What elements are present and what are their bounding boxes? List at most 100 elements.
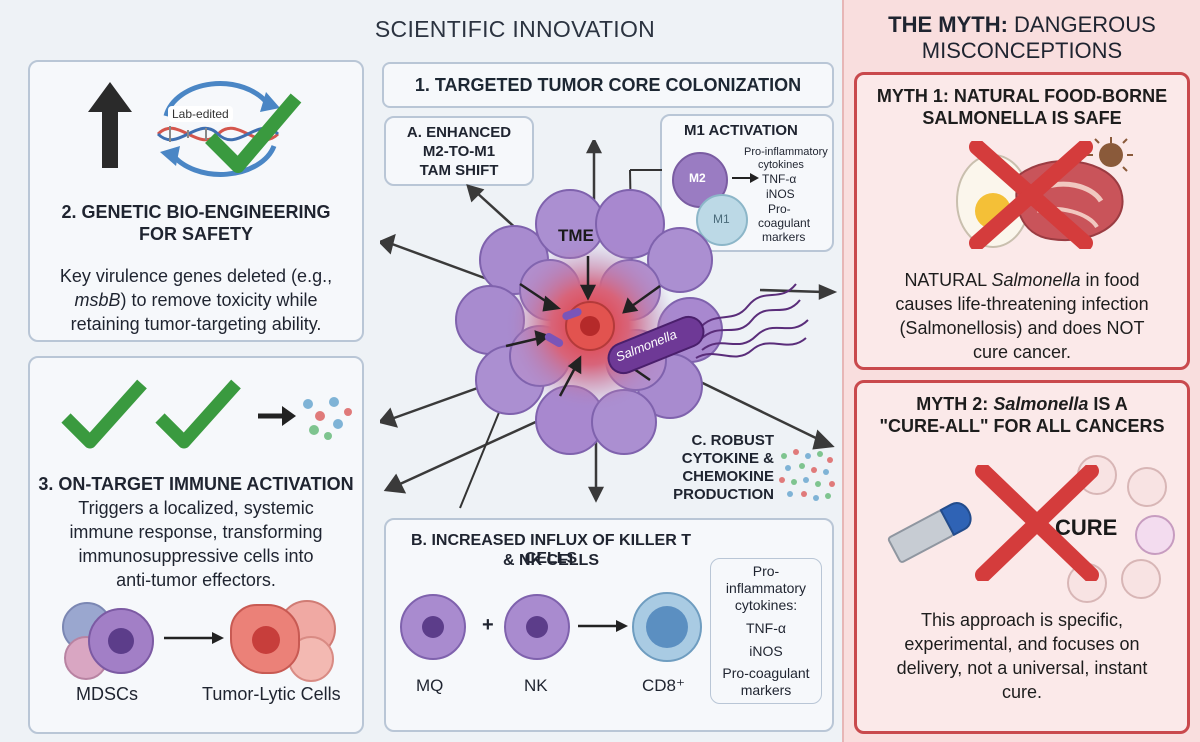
- myth1-body-line2: causes life-threatening infection: [895, 294, 1149, 314]
- panel2-body-line2: msbB) to remove toxicity while: [30, 290, 362, 311]
- up-arrow-icon: [88, 82, 132, 168]
- bullet-icon: [887, 502, 972, 563]
- cytokine-release-icon: [258, 397, 352, 440]
- myth2-body-line4: cure.: [1001, 682, 1043, 702]
- subC-line2: CYTOKINE &: [681, 450, 774, 467]
- lytic-cell-main: [230, 604, 300, 674]
- immune-activation-panel: 3. ON-TARGET IMMUNE ACTIVATION Triggers …: [28, 356, 364, 734]
- myth-header-line1: THE MYTH: DANGEROUS: [844, 12, 1200, 38]
- panel2-body-line3: retaining tumor-targeting ability.: [70, 314, 322, 334]
- myth2-title-italic: Salmonella: [993, 394, 1089, 414]
- m1-activation-box: M1 ACTIVATION M2 M1 Pro-inflammatory cyt…: [660, 114, 834, 252]
- killer-cells-panel: B. INCREASED INFLUX OF KILLER T CELLS & …: [384, 518, 834, 732]
- myth2-title-pre: MYTH 2:: [916, 394, 994, 414]
- panel2-body-line2-rest: ) to remove toxicity while: [120, 290, 318, 310]
- side-item-1: inflammatory: [725, 580, 807, 596]
- b-link-line: [459, 409, 501, 509]
- genetic-engineering-panel: Lab-edited 2. GENETIC BIO-ENGINEERING FO…: [28, 60, 364, 342]
- myth1-body-line1: NATURAL Salmonella in food: [867, 269, 1177, 292]
- m1-item-6: markers: [762, 230, 806, 244]
- m1-label: M1: [713, 212, 730, 226]
- m2-to-m1-arrow-icon: [732, 173, 759, 183]
- nk-label: NK: [524, 676, 548, 695]
- myth2-body-line2: experimental, and focuses on: [904, 634, 1140, 654]
- lab-edited-badge: Lab-edited: [168, 106, 233, 122]
- section1-title: 1. TARGETED TUMOR CORE COLONIZATION: [382, 62, 834, 108]
- m1-item-3: iNOS: [766, 187, 795, 201]
- subA-box: A. ENHANCED M2-TO-M1 TAM SHIFT: [384, 116, 534, 186]
- nk-cell: [504, 594, 570, 660]
- tumor-illustration: [380, 140, 838, 509]
- myth1-body-line4: cure cancer.: [972, 342, 1072, 362]
- lytic-nucleus: [252, 626, 280, 654]
- mdsc-cell-main: [88, 608, 154, 674]
- m1-item-5: coagulant: [758, 216, 811, 230]
- salmonella-bacterium: [607, 315, 705, 375]
- nk-nucleus: [526, 616, 548, 638]
- myth-header-line2: MISCONCEPTIONS: [921, 38, 1123, 63]
- subC-line1: C. ROBUST: [691, 432, 775, 449]
- m1-macrophage: M1: [696, 194, 748, 246]
- organ-brain-icon: [1121, 559, 1161, 599]
- tme-label: TME: [558, 226, 594, 245]
- panel2-title-line1: 2. GENETIC BIO-ENGINEERING: [61, 202, 331, 222]
- cd8-label: CD8⁺: [642, 676, 685, 695]
- panel3-body-line1: Triggers a localized, systemic: [78, 498, 314, 518]
- organ-uterus-icon: [1135, 515, 1175, 555]
- myth2-title-line2: "CURE-ALL" FOR ALL CANCERS: [879, 416, 1165, 436]
- cytokine-side-box: Pro- inflammatory cytokines: TNF-α iNOS …: [710, 558, 822, 704]
- panel3-body-line2: immune response, transforming: [69, 522, 323, 542]
- mq-nucleus: [422, 616, 444, 638]
- cytokine-cloud-icon: [779, 449, 835, 501]
- radiating-arrows: [380, 140, 838, 503]
- page-title: SCIENTIFIC INNOVATION: [374, 16, 656, 42]
- myth1-title-line1: MYTH 1: NATURAL FOOD-BORNE: [876, 86, 1168, 106]
- side-item-6: markers: [740, 682, 792, 698]
- m1-item-2: TNF-α: [762, 172, 797, 186]
- myth2-title-line1: MYTH 2: Salmonella IS A: [857, 393, 1187, 415]
- myth1-title-line2: SALMONELLA IS SAFE: [922, 108, 1122, 128]
- side-item-0: Pro-: [752, 563, 780, 579]
- salmonella-flagella: [695, 283, 809, 359]
- subC-line3: CHEMOKINE: [682, 468, 774, 485]
- side-item-3: TNF-α: [746, 620, 786, 636]
- to-cd8-arrow-icon: [578, 620, 628, 632]
- subC-line4: PRODUCTION: [673, 486, 774, 503]
- panel3-body-line4: anti-tumor effectors.: [116, 570, 276, 590]
- myth2-panel: MYTH 2: Salmonella IS A "CURE-ALL" FOR A…: [854, 380, 1190, 734]
- mq-label: MQ: [416, 676, 444, 695]
- myth-header-rest: DANGEROUS: [1007, 12, 1156, 37]
- myth1-body-line3: (Salmonellosis) and does NOT: [899, 318, 1145, 338]
- myth2-body-line3: delivery, not a universal, instant: [896, 658, 1148, 678]
- side-item-5: Pro-coagulant: [722, 665, 810, 681]
- checkmark-icon: [205, 93, 302, 173]
- panel3-body-line3: immunosuppressive cells into: [78, 546, 314, 566]
- m1-item-0: Pro-inflammatory: [744, 146, 828, 158]
- cd8-nucleus: [646, 606, 688, 648]
- myth2-body-line1: This approach is specific,: [920, 610, 1124, 630]
- panelB-title-line1: B. INCREASED INFLUX OF KILLER T CELLS: [411, 532, 691, 567]
- m1-item-4: Pro-: [768, 202, 791, 216]
- m1-item-1: cytokines: [758, 159, 804, 171]
- panel2-body-line1: Key virulence genes deleted (e.g.,: [59, 266, 333, 286]
- red-cross-icon-2: [975, 465, 1099, 581]
- mq-cell: [400, 594, 466, 660]
- transform-arrow-icon: [164, 632, 224, 644]
- side-item-2: cytokines:: [734, 597, 798, 613]
- double-checkmark-icon: [61, 379, 241, 449]
- organ-breast-icon: [1127, 467, 1167, 507]
- red-cross-icon: [969, 141, 1093, 249]
- myth-header-bold: THE MYTH:: [888, 12, 1008, 37]
- myth1-panel: MYTH 1: NATURAL FOOD-BORNE SALMONELLA IS…: [854, 72, 1190, 370]
- myth1-body-italic: Salmonella: [991, 270, 1081, 290]
- m1-activation-title: M1 ACTIVATION: [684, 122, 798, 139]
- gene-name: msbB: [74, 290, 121, 310]
- myth-column: THE MYTH: DANGEROUS MISCONCEPTIONS MYTH …: [842, 0, 1200, 742]
- cd8-cell: [632, 592, 702, 662]
- panel2-title-line2: FOR SAFETY: [138, 224, 253, 244]
- panel3-title: 3. ON-TARGET IMMUNE ACTIVATION: [38, 474, 354, 494]
- panelB-title-line2: & NK CELLS: [503, 552, 599, 569]
- myth1-body-pre: NATURAL: [904, 270, 992, 290]
- cure-label: CURE: [1055, 515, 1118, 540]
- m2-label: M2: [689, 171, 706, 185]
